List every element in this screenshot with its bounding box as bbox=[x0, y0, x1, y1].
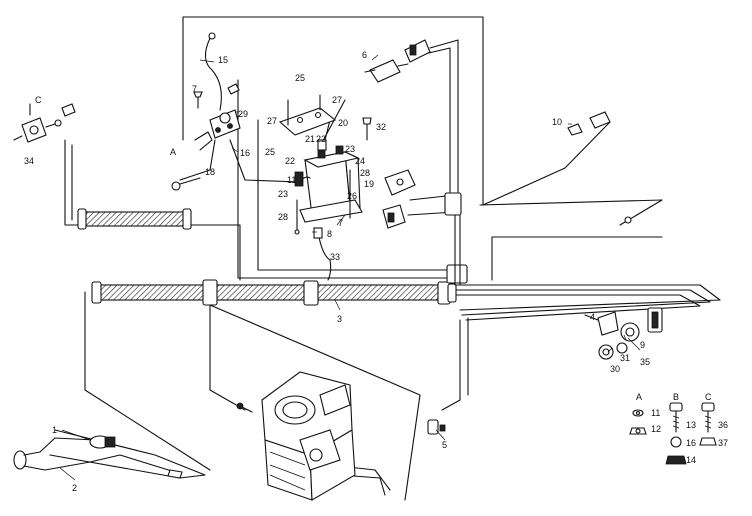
label-12: 12 bbox=[651, 424, 661, 434]
switch-icon bbox=[382, 169, 416, 229]
conduit-upper-left bbox=[77, 208, 192, 230]
nut-icon bbox=[598, 342, 628, 360]
label-C: C bbox=[705, 392, 712, 402]
label-C1: C bbox=[35, 95, 42, 105]
label-10: 10 bbox=[552, 117, 562, 127]
label-2: 2 bbox=[72, 483, 77, 493]
switch-4 bbox=[584, 311, 619, 336]
label-11-battery: 11 bbox=[287, 175, 296, 185]
switch-1 bbox=[13, 435, 183, 479]
bolt-ground bbox=[236, 402, 253, 413]
label-16: 16 bbox=[240, 148, 250, 158]
wire-33 bbox=[313, 227, 332, 281]
label-33: 33 bbox=[330, 252, 340, 262]
harness-junction bbox=[444, 192, 468, 286]
label-6: 6 bbox=[362, 50, 367, 60]
label-13: 13 bbox=[686, 420, 696, 430]
label-25b: 25 bbox=[265, 147, 275, 157]
label-24: 24 bbox=[355, 156, 365, 166]
key-9 bbox=[620, 322, 640, 342]
label-17: 7 bbox=[192, 84, 197, 94]
label-18: 18 bbox=[205, 167, 215, 177]
solenoid-icon bbox=[194, 109, 241, 151]
label-1: 1 bbox=[52, 425, 57, 435]
label-9: 9 bbox=[640, 340, 645, 350]
hardware-A bbox=[629, 409, 647, 435]
connector-6 bbox=[364, 39, 431, 83]
label-22b: 22 bbox=[285, 156, 295, 166]
label-15: 15 bbox=[218, 55, 228, 65]
label-31: 31 bbox=[620, 353, 630, 363]
connector-10 bbox=[567, 111, 611, 136]
label-35: 35 bbox=[640, 357, 650, 367]
label-28a: 28 bbox=[360, 168, 370, 178]
callout-labels: 15 7 25 27 27 25 20 21 22 23 22 24 11 28… bbox=[24, 50, 728, 493]
label-27a: 27 bbox=[267, 116, 277, 126]
label-30: 30 bbox=[610, 364, 620, 374]
hold-down-rods bbox=[294, 169, 351, 235]
label-20: 20 bbox=[338, 118, 348, 128]
label-A: A bbox=[636, 392, 642, 402]
engine-icon bbox=[261, 371, 356, 501]
connector-icon bbox=[227, 83, 240, 95]
label-22a: 22 bbox=[316, 134, 326, 144]
label-23a: 23 bbox=[345, 144, 355, 154]
label-7: 7 bbox=[338, 218, 343, 228]
leader-lines bbox=[59, 54, 641, 481]
bolt-32 bbox=[362, 117, 372, 141]
label-19: 19 bbox=[364, 179, 374, 189]
label-28b: 28 bbox=[278, 212, 288, 222]
hardware-B bbox=[665, 402, 687, 465]
ground-wire-15 bbox=[204, 32, 222, 111]
battery-icon bbox=[299, 145, 363, 223]
label-21: 21 bbox=[305, 134, 315, 144]
label-26: 26 bbox=[347, 191, 357, 201]
label-14: 14 bbox=[686, 455, 696, 465]
connector-5 bbox=[427, 419, 446, 435]
hardware-C bbox=[699, 402, 717, 446]
battery-cable bbox=[294, 139, 327, 187]
label-36: 36 bbox=[718, 420, 728, 430]
label-8-battery: 8 bbox=[327, 229, 332, 239]
label-5: 5 bbox=[442, 440, 447, 450]
label-3: 3 bbox=[337, 314, 342, 324]
label-34: 34 bbox=[24, 156, 34, 166]
wire-routing bbox=[49, 16, 721, 501]
label-11: 11 bbox=[651, 408, 660, 418]
label-A1: A bbox=[170, 147, 176, 157]
label-27b: 27 bbox=[332, 95, 342, 105]
key-switch-34 bbox=[13, 103, 76, 143]
bolt-right bbox=[624, 216, 632, 224]
conduit-main-harness bbox=[91, 279, 457, 306]
ring-terminal bbox=[171, 177, 201, 191]
connector-right bbox=[647, 307, 663, 333]
bolt-icon bbox=[193, 91, 203, 109]
battery-bracket bbox=[278, 94, 337, 136]
label-29: 29 bbox=[238, 109, 248, 119]
label-4: 4 bbox=[590, 312, 595, 322]
label-25a: 25 bbox=[295, 73, 305, 83]
label-B: B bbox=[673, 392, 679, 402]
label-23b: 23 bbox=[278, 189, 288, 199]
label-16-hw: 16 bbox=[686, 438, 696, 448]
label-37: 37 bbox=[718, 438, 728, 448]
label-32: 32 bbox=[376, 122, 386, 132]
